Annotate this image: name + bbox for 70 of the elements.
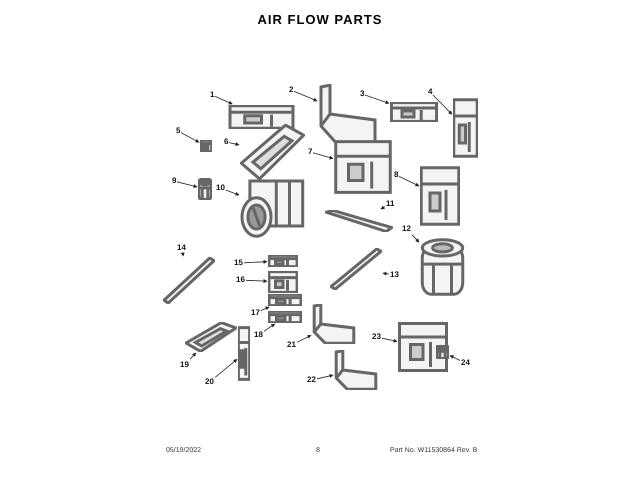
callout-number: 17 <box>251 308 260 318</box>
callout-number: 10 <box>216 183 225 193</box>
callout-number: 6 <box>224 137 228 147</box>
leader-line <box>312 152 334 160</box>
leader-line <box>450 355 460 361</box>
part-drawing <box>268 294 302 306</box>
leader-line <box>296 335 312 343</box>
part-drawing <box>228 105 295 129</box>
part-drawing <box>268 311 302 323</box>
callout-number: 15 <box>234 258 243 268</box>
part-drawing <box>334 350 378 390</box>
leader-line <box>382 272 390 276</box>
callout-number: 7 <box>308 147 312 157</box>
part-drawing <box>312 304 356 344</box>
part-drawing <box>453 98 478 158</box>
part-drawing <box>268 255 298 267</box>
callout-number: 8 <box>394 170 398 180</box>
callout-number: 21 <box>287 340 296 350</box>
leader-line <box>264 324 276 332</box>
part-drawing <box>268 271 298 293</box>
part-drawing <box>420 238 465 296</box>
part-drawing <box>198 178 212 200</box>
leader-line <box>294 90 318 102</box>
callout-number: 2 <box>289 85 294 95</box>
page-title: AIR FLOW PARTS <box>256 12 384 27</box>
callout-number: 9 <box>172 176 176 186</box>
leader-line <box>176 181 198 188</box>
leader-line <box>316 374 334 380</box>
part-drawing <box>398 322 448 372</box>
leader-line <box>246 279 268 284</box>
leader-line <box>398 176 420 186</box>
leader-line <box>214 358 238 378</box>
leader-line <box>260 306 270 311</box>
part-drawing <box>163 257 215 304</box>
part-drawing <box>334 140 392 194</box>
leader-line <box>226 190 240 196</box>
part-drawing <box>240 178 306 238</box>
callout-number: 23 <box>372 332 381 342</box>
leader-line <box>382 338 398 343</box>
callout-number: 1 <box>210 90 214 100</box>
callout-number: 16 <box>236 275 245 285</box>
leader-line <box>412 234 420 243</box>
part-drawing <box>330 248 382 290</box>
callout-number: 4 <box>428 87 432 97</box>
callout-number: 11 <box>386 199 394 209</box>
part-drawing <box>238 326 250 381</box>
callout-number: 18 <box>254 330 263 340</box>
leader-line <box>228 142 240 146</box>
part-drawing <box>325 210 393 232</box>
callout-number: 14 <box>177 243 186 253</box>
leader-line <box>190 352 196 360</box>
leader-line <box>380 206 386 210</box>
leader-line <box>432 94 452 115</box>
part-drawing <box>436 345 449 359</box>
leader-line <box>180 132 200 143</box>
callout-number: 3 <box>360 89 364 99</box>
part-drawing <box>390 102 438 122</box>
callout-number: 20 <box>205 377 214 387</box>
leader-line <box>180 252 185 256</box>
callout-number: 13 <box>390 270 399 280</box>
callout-number: 5 <box>176 126 180 136</box>
part-drawing <box>200 140 212 152</box>
leader-line <box>214 96 233 104</box>
callout-number: 12 <box>402 224 411 234</box>
callout-number: 19 <box>180 360 189 370</box>
callout-number: 24 <box>461 358 470 368</box>
leader-line <box>244 260 268 264</box>
callout-number: 22 <box>307 375 316 385</box>
part-drawing <box>420 166 460 226</box>
leader-line <box>364 94 390 104</box>
